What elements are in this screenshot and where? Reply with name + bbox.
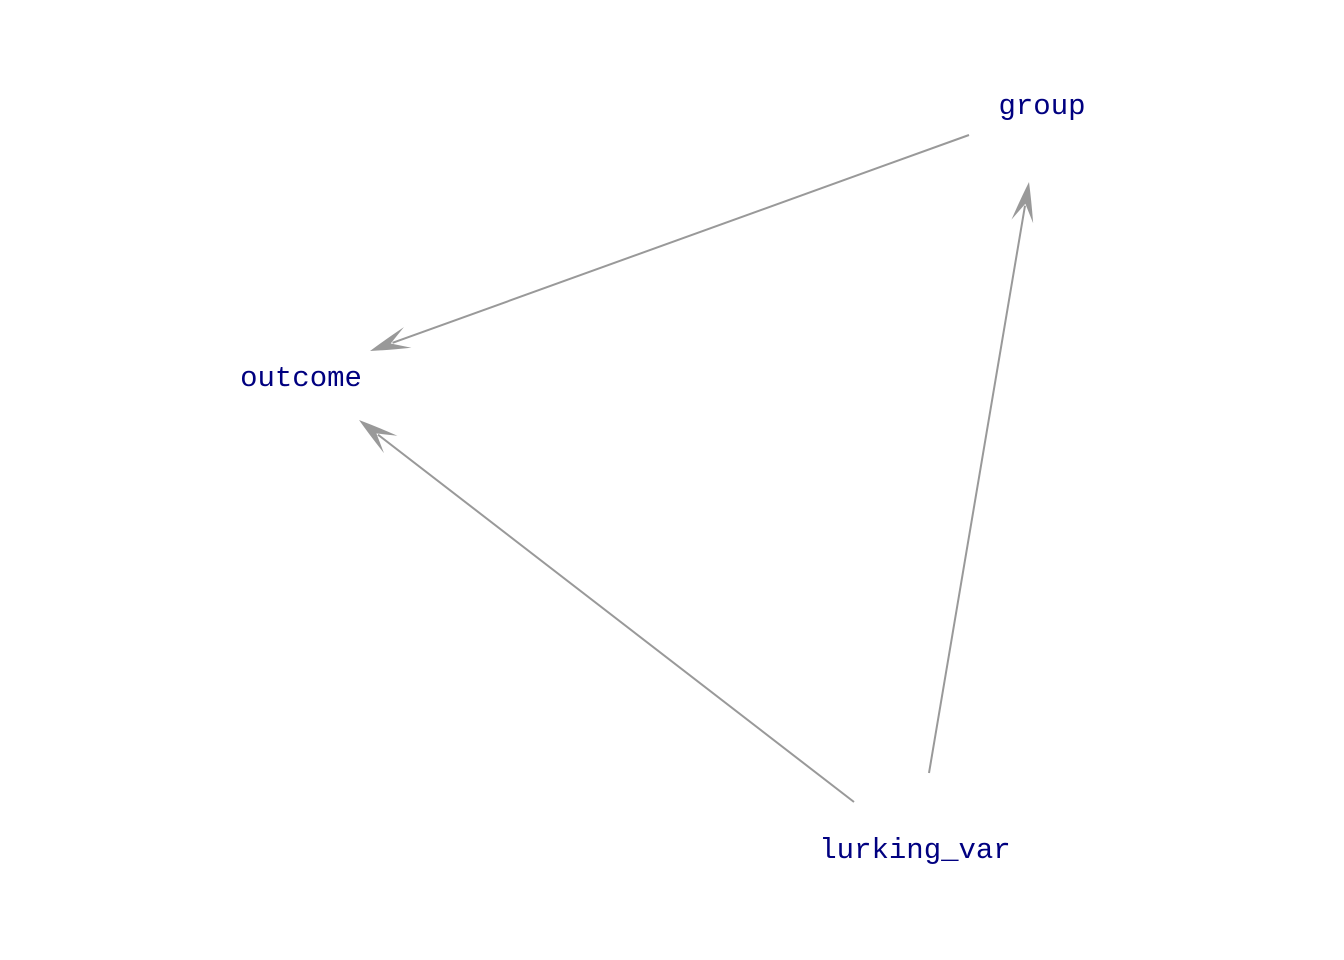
arrowhead (359, 420, 398, 454)
edge-lurking-var-to-outcome (359, 420, 855, 803)
node-outcome: outcome (240, 362, 362, 395)
nodes: group outcome lurking_var (240, 90, 1085, 867)
edges (359, 134, 1034, 803)
arrowhead (370, 327, 412, 351)
edge-line (392, 134, 970, 344)
node-lurking-var: lurking_var (819, 834, 1010, 867)
arrowhead (1011, 182, 1034, 224)
edge-line (377, 433, 855, 803)
edge-line (928, 205, 1026, 774)
edge-lurking-var-to-group (928, 182, 1034, 774)
edge-group-to-outcome (370, 134, 970, 351)
node-group: group (998, 90, 1085, 123)
